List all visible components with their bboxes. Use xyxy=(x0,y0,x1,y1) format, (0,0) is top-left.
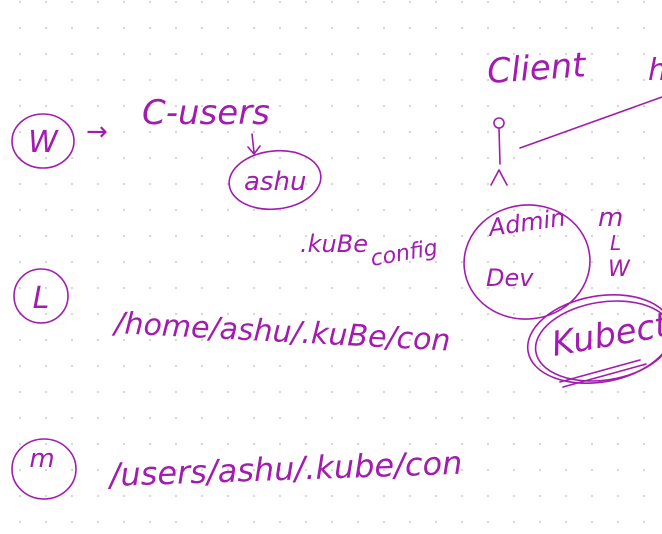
kubectl-underline-2 xyxy=(562,363,647,388)
kubectl-circle-inner xyxy=(534,300,662,382)
clipped-label: h xyxy=(648,53,662,88)
os-l: L xyxy=(610,231,621,255)
linux-badge-letter: L xyxy=(33,281,50,316)
kubectl-underline xyxy=(559,359,641,383)
os-m: m xyxy=(598,203,623,233)
mac-badge-circle xyxy=(11,438,77,500)
mac-row: m /users/ashu/.kube/con xyxy=(11,438,463,500)
windows-badge-circle xyxy=(11,113,75,169)
linux-row: L /home/ashu/.kuBe/con xyxy=(13,268,452,359)
client-link-line xyxy=(519,96,662,149)
windows-row: W → C-users ashu xyxy=(11,93,322,211)
windows-path: C-users xyxy=(142,93,270,133)
linux-path: /home/ashu/.kuBe/con xyxy=(111,306,452,359)
config-label: config xyxy=(369,236,440,272)
windows-badge-letter: W xyxy=(28,125,59,160)
os-w: W xyxy=(608,257,631,282)
kube-config-label: .kuBe config xyxy=(300,230,440,272)
client-figure-icon xyxy=(490,117,508,186)
windows-arrow: → xyxy=(86,117,108,147)
linux-badge-circle xyxy=(13,268,69,324)
kubectl-circle xyxy=(526,293,662,385)
down-arrow xyxy=(247,133,261,155)
windows-folder: ashu xyxy=(244,167,306,197)
client-diagram: Client h Admin Dev m L W Kubectl xyxy=(463,45,662,388)
role-dev: Dev xyxy=(486,264,534,292)
mac-path: /users/ashu/.kube/con xyxy=(106,444,463,494)
roles-circle xyxy=(463,204,591,320)
kube-dir-label: .kuBe xyxy=(300,230,368,258)
mac-badge-letter: m xyxy=(29,444,54,474)
client-label: Client xyxy=(486,45,589,92)
ashu-folder-circle xyxy=(228,149,322,211)
role-admin: Admin xyxy=(485,204,567,243)
